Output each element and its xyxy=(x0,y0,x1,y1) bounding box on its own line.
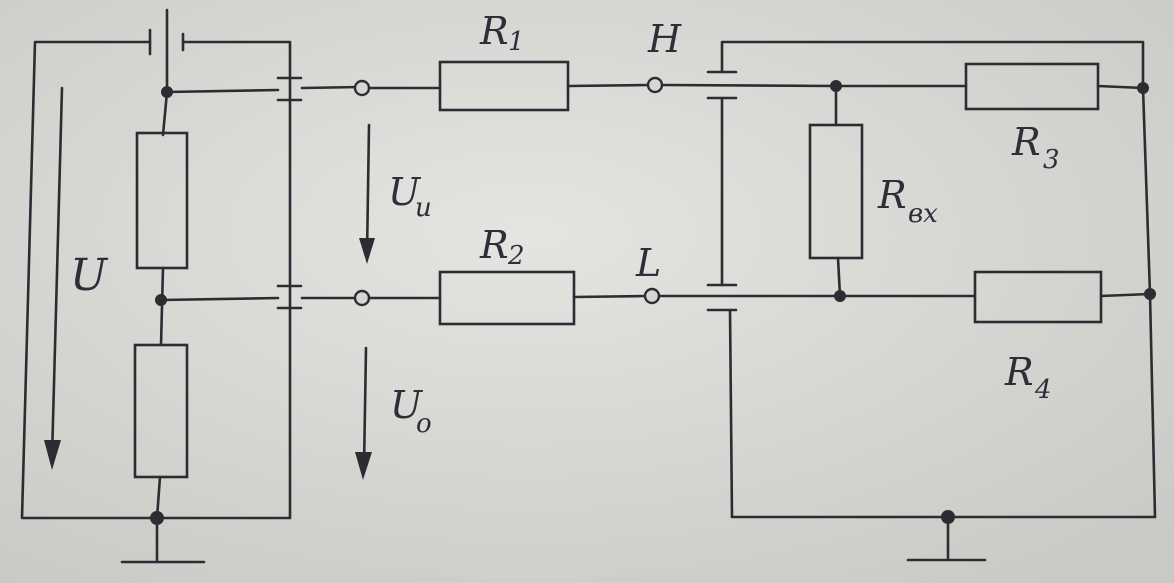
node-h-terminal xyxy=(646,76,664,94)
junction-right-top xyxy=(1137,82,1149,94)
junction-left-bottom xyxy=(150,511,164,525)
tap-top-wire-a xyxy=(165,88,280,94)
u-label: U xyxy=(70,250,109,301)
r4-label: R xyxy=(1004,350,1034,394)
tap-mid-wire-a xyxy=(159,296,280,302)
r2-right-wire xyxy=(572,294,648,299)
bridge-top-frame xyxy=(720,40,1145,90)
node-h-label: H xyxy=(647,17,682,61)
terminal-top xyxy=(353,79,371,97)
r1-label: R xyxy=(479,9,509,53)
r3-label-sub: 3 xyxy=(1043,145,1060,175)
divider-mid-wire xyxy=(159,266,165,347)
r1-label-sub: 1 xyxy=(508,27,525,57)
rin-label: R xyxy=(877,173,907,217)
node-l-label: L xyxy=(635,241,661,285)
r2-label-sub: 2 xyxy=(507,241,525,271)
junction-h xyxy=(830,80,842,92)
resistor-rin xyxy=(808,123,864,260)
tap-top-wire-b xyxy=(300,85,362,90)
terminal-mid xyxy=(353,289,371,307)
r3-right-wire xyxy=(1096,84,1145,90)
ui-label-sub: и xyxy=(415,193,432,223)
r2-label: R xyxy=(479,223,509,267)
ui-label: U xyxy=(388,170,422,214)
bridge-section: R 3 R вх R 4 xyxy=(657,40,1157,562)
uo-label-sub: o xyxy=(416,409,432,439)
junction-l xyxy=(834,290,846,302)
u-arrow-shaft xyxy=(50,86,64,460)
u-arrow-head xyxy=(44,440,61,470)
uo-label: U xyxy=(390,383,424,427)
r1-right-wire xyxy=(566,83,650,88)
r3-label: R xyxy=(1011,120,1041,164)
rin-label-sub: вх xyxy=(908,199,938,229)
uo-arrow-shaft xyxy=(362,346,368,470)
ui-arrow-head xyxy=(359,238,375,264)
series-resistors: R 1 R 2 H L xyxy=(367,9,682,326)
right-rail-wire xyxy=(1141,86,1152,296)
r4-right-wire xyxy=(1099,292,1152,298)
rin-bottom-wire xyxy=(836,256,842,298)
ui-arrow-shaft xyxy=(365,123,371,257)
terminal-section: U и U o xyxy=(353,79,432,480)
junction-right-mid xyxy=(1144,288,1156,300)
node-l-terminal xyxy=(643,287,661,305)
uo-arrow-head xyxy=(355,452,372,480)
h-bus-wire xyxy=(660,83,968,88)
r4-label-sub: 4 xyxy=(1034,375,1052,405)
source-section: U xyxy=(20,8,362,564)
